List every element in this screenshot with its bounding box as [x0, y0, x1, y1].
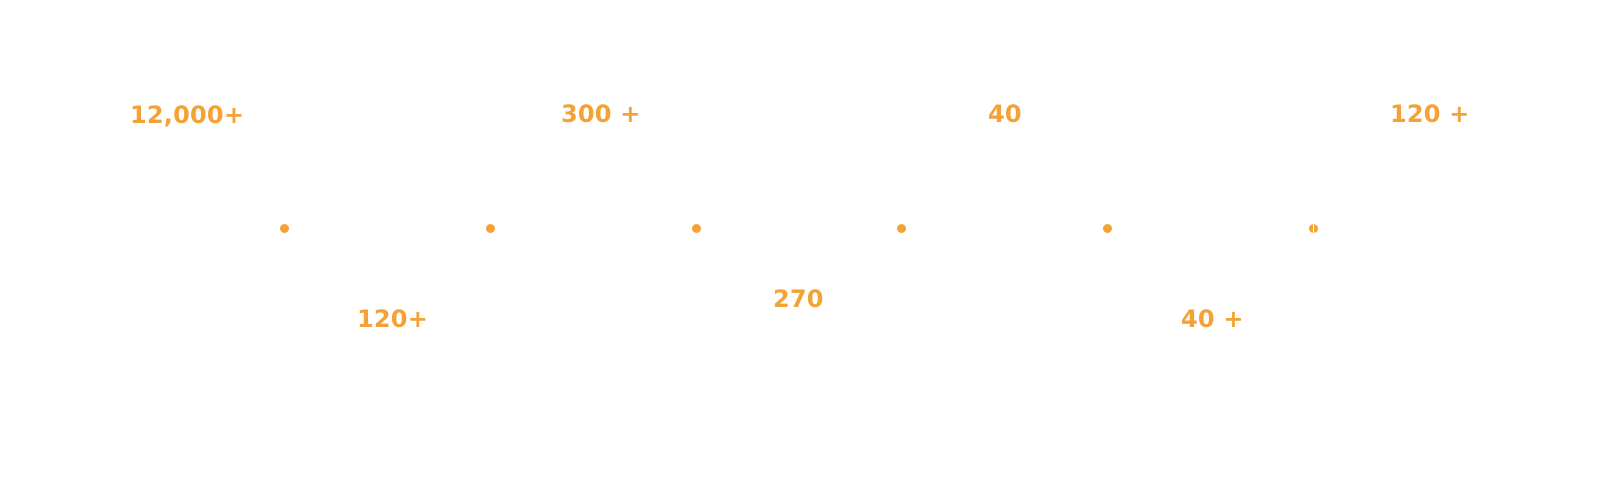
- stat-value: 12,000+: [130, 101, 245, 129]
- timeline-dot: [897, 224, 906, 233]
- stat-value: 300 +: [561, 100, 641, 128]
- stat-value: 270: [773, 285, 824, 313]
- stat-value: 40: [988, 100, 1022, 128]
- timeline-dot: [280, 224, 289, 233]
- stat-value: 120 +: [1390, 100, 1470, 128]
- timeline-dot: [486, 224, 495, 233]
- stat-value: 40 +: [1181, 305, 1244, 333]
- timeline-dot: [1309, 224, 1318, 233]
- timeline-dot: [692, 224, 701, 233]
- timeline-dot: [1103, 224, 1112, 233]
- stat-value: 120+: [357, 305, 429, 333]
